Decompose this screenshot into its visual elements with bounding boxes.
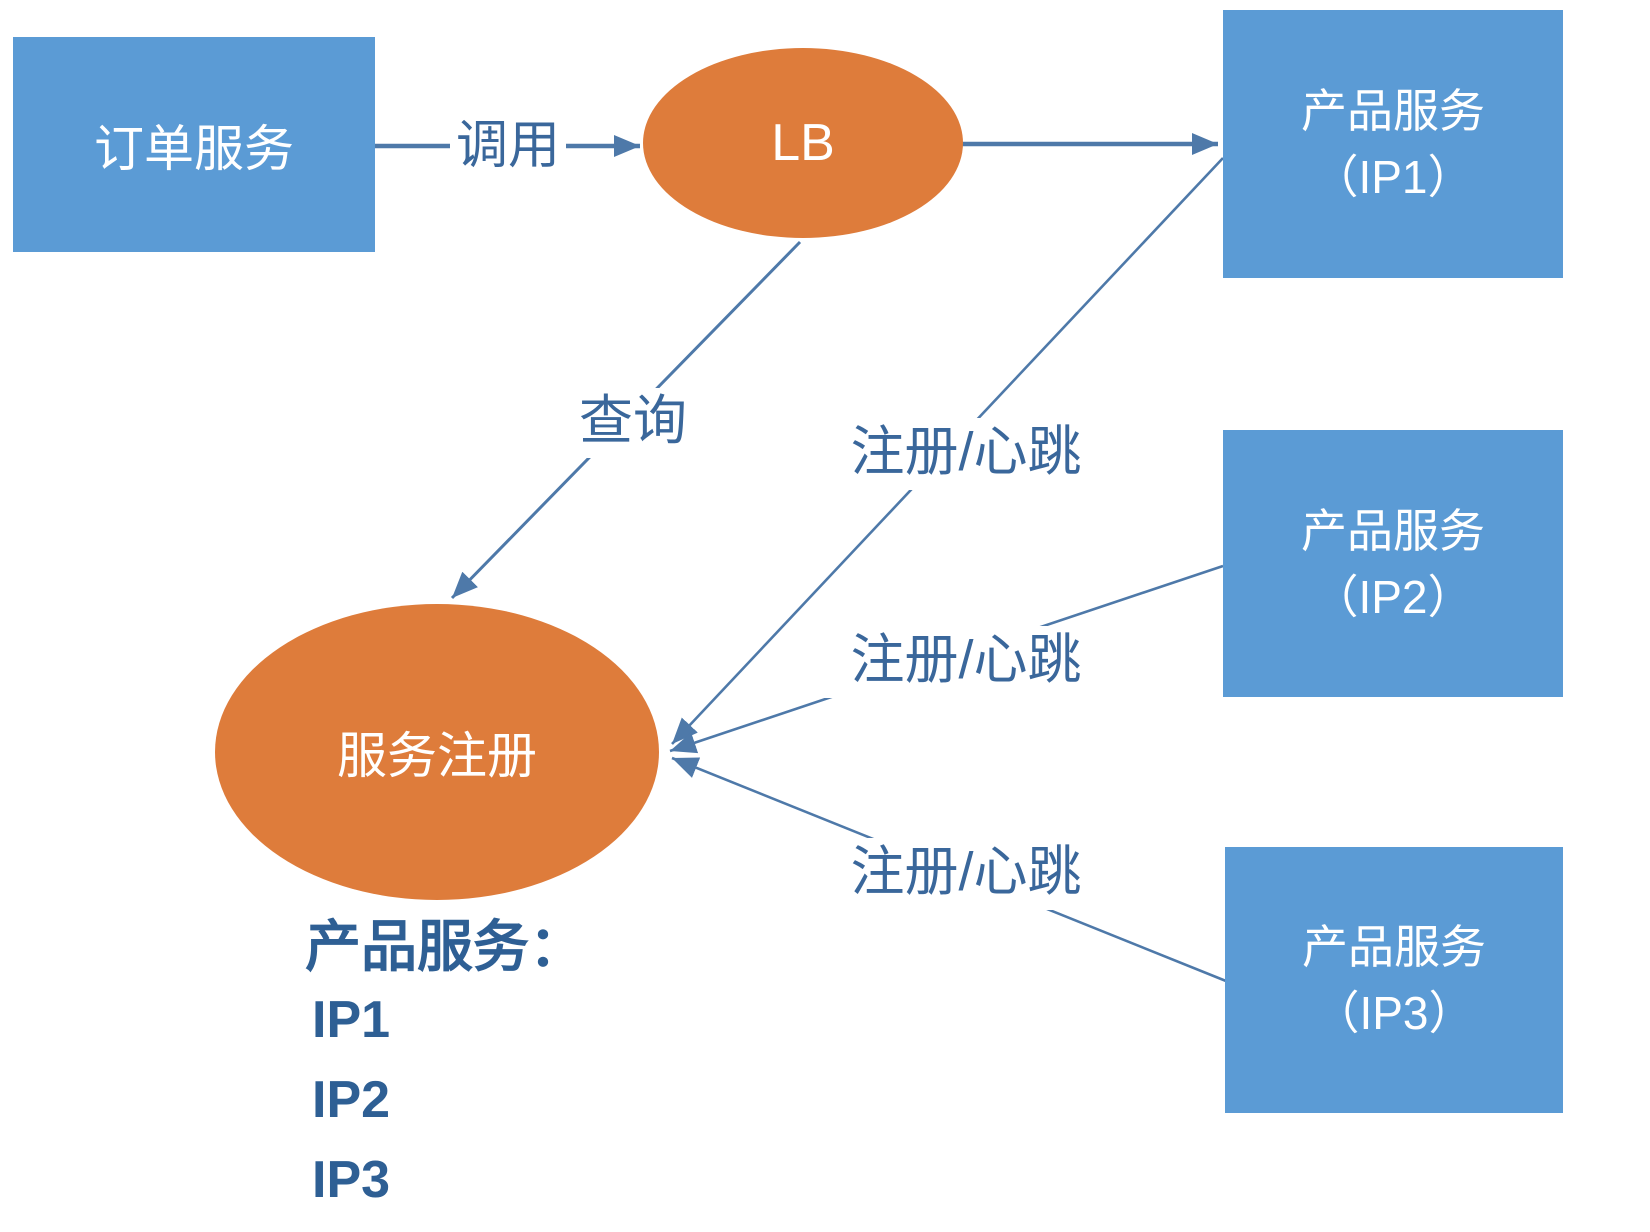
service-registry-label: 服务注册 — [337, 728, 537, 784]
edge-label-call: 调用 — [450, 114, 566, 180]
ip3-label-line1: 产品服务 — [1302, 921, 1486, 973]
node-product-service-ip1: 产品服务 （IP1） — [1223, 10, 1563, 278]
ip3-label-line2: （IP3） — [1313, 987, 1475, 1039]
order-service-label: 订单服务 — [94, 120, 294, 177]
node-product-service-ip3: 产品服务 （IP3） — [1225, 847, 1563, 1113]
edge-label-register-heartbeat-1: 注册/心跳 — [820, 418, 1112, 490]
node-service-registry: 服务注册 — [215, 604, 659, 900]
registry-list-item-ip3: IP3 — [312, 1151, 391, 1209]
node-load-balancer: LB — [643, 48, 963, 238]
ip2-label-line1: 产品服务 — [1301, 504, 1485, 557]
edge-label-register-heartbeat-3: 注册/心跳 — [820, 838, 1112, 910]
registry-list-item-ip2: IP2 — [312, 1071, 391, 1129]
ip1-label-line1: 产品服务 — [1301, 85, 1485, 137]
node-product-service-ip2: 产品服务 （IP2） — [1223, 430, 1563, 697]
ip2-label-line2: （IP2） — [1312, 570, 1474, 623]
lb-label: LB — [771, 114, 835, 172]
ip1-label-line2: （IP1） — [1312, 151, 1474, 203]
edge-label-register-heartbeat-2: 注册/心跳 — [820, 626, 1112, 698]
node-order-service: 订单服务 — [13, 37, 375, 252]
edge-label-query: 查询 — [566, 388, 700, 458]
registry-list-item-ip1: IP1 — [312, 991, 391, 1049]
registry-list-title: 产品服务： — [305, 915, 585, 978]
